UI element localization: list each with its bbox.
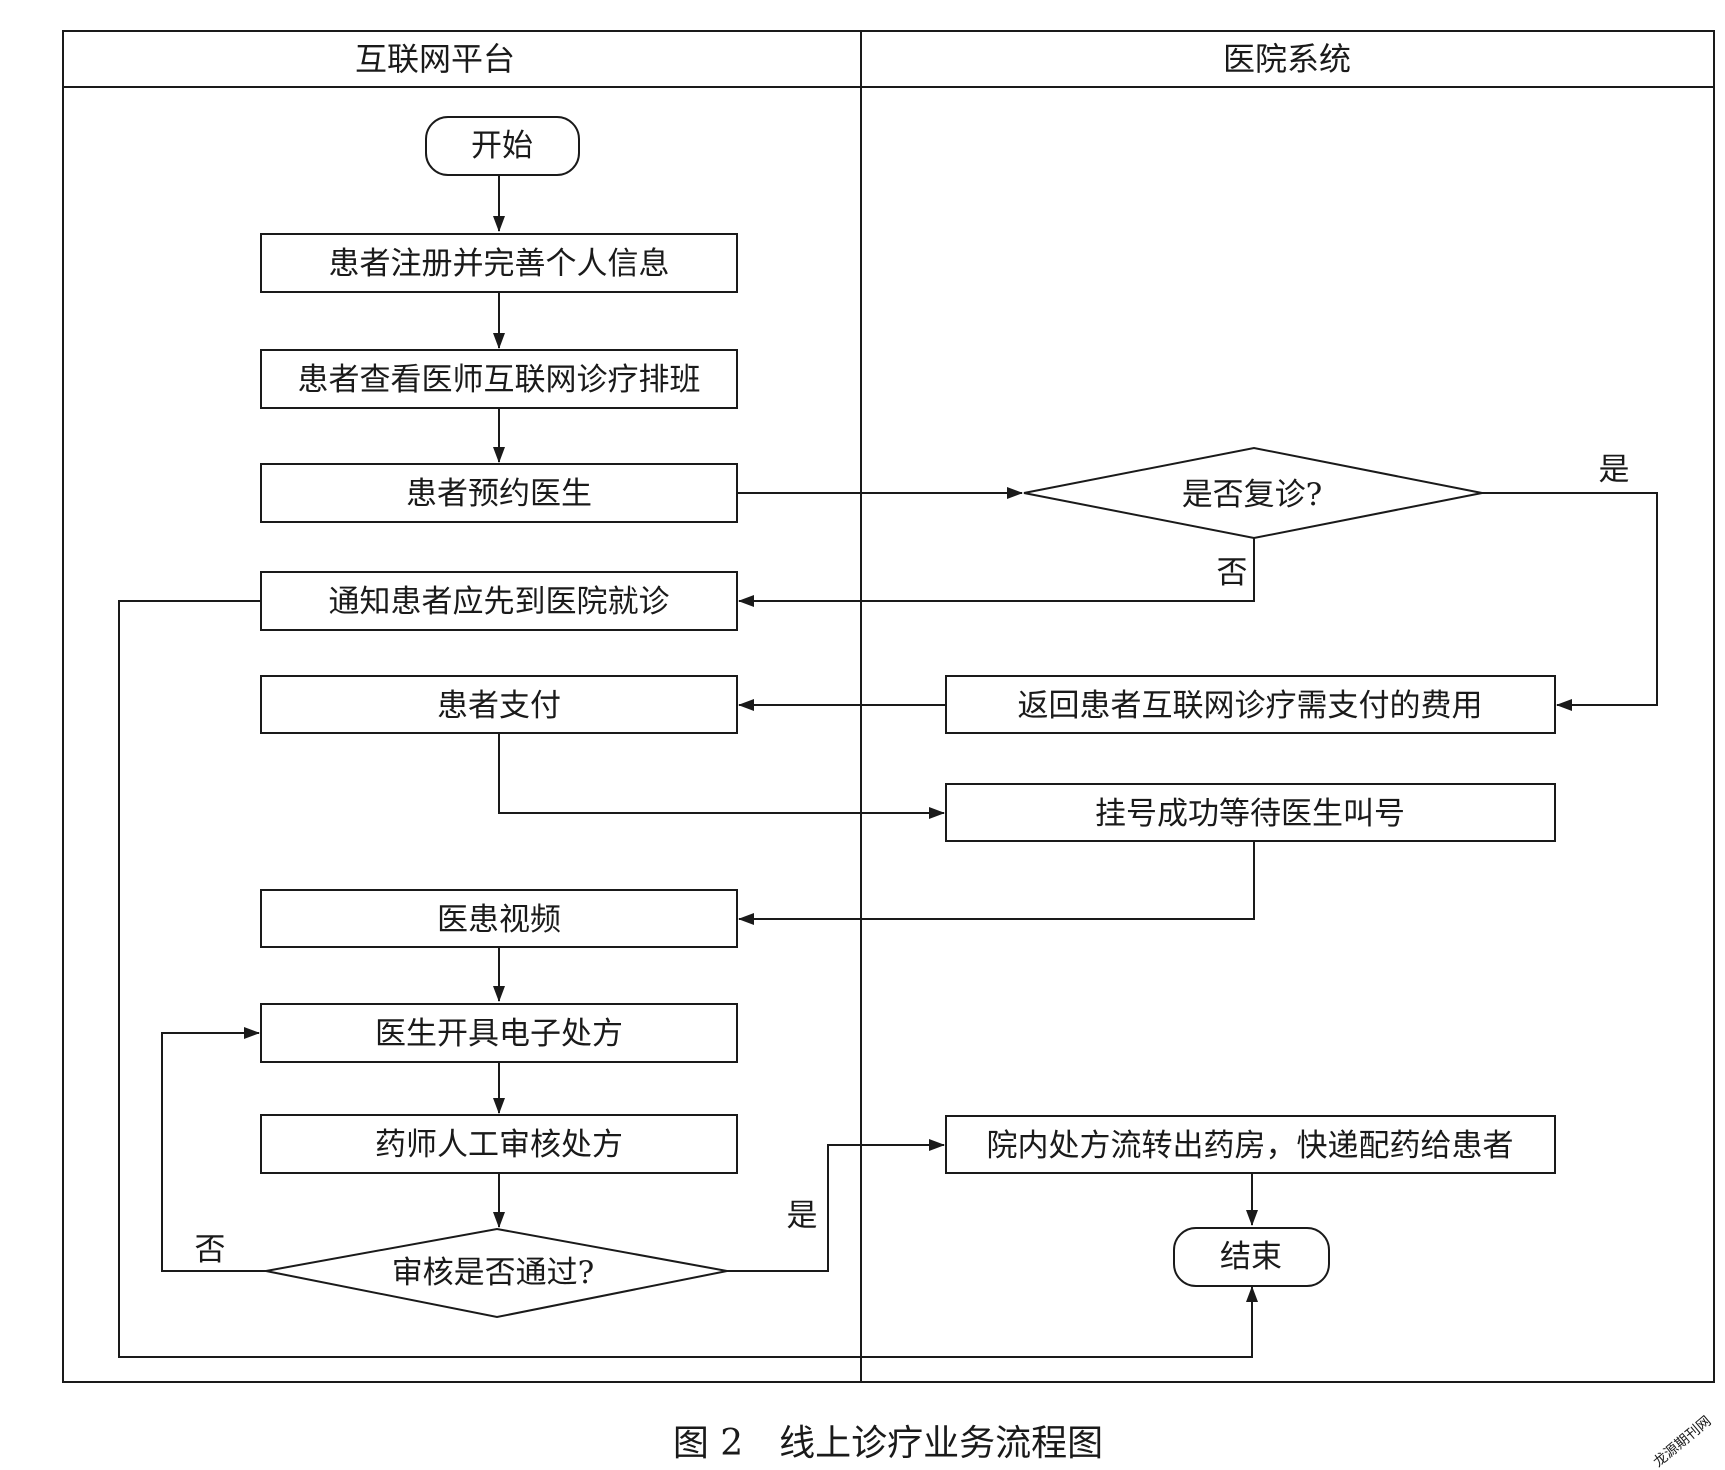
edge-revisit-no-notify — [738, 538, 1255, 607]
svg-text:通知患者应先到医院就诊: 通知患者应先到医院就诊 — [329, 584, 670, 620]
node-end: 结束 — [1173, 1227, 1330, 1287]
node-registered: 挂号成功等待医生叫号 — [945, 783, 1556, 842]
watermark: 龙源期刊网 — [1650, 1413, 1714, 1470]
node-register: 患者注册并完善个人信息 — [260, 233, 738, 293]
svg-text:挂号成功等待医生叫号: 挂号成功等待医生叫号 — [1095, 796, 1405, 832]
node-notify: 通知患者应先到医院就诊 — [260, 571, 738, 631]
svg-text:患者注册并完善个人信息: 患者注册并完善个人信息 — [329, 246, 670, 282]
lane-title-hospital: 医院系统 — [1223, 40, 1351, 78]
node-video: 医患视频 — [260, 889, 738, 948]
svg-text:医生开具电子处方: 医生开具电子处方 — [375, 1016, 623, 1052]
edge-label-revisit-yes: 是 — [1599, 452, 1630, 488]
node-schedule: 患者查看医师互联网诊疗排班 — [260, 349, 738, 409]
svg-text:患者查看医师互联网诊疗排班: 患者查看医师互联网诊疗排班 — [298, 362, 701, 398]
svg-text:患者支付: 患者支付 — [437, 688, 561, 724]
edge-review-no-prescribe — [161, 1027, 266, 1272]
edge-label-review-yes: 是 — [787, 1198, 818, 1234]
svg-text:药师人工审核处方: 药师人工审核处方 — [375, 1127, 623, 1163]
edge-label-review-no: 否 — [195, 1232, 226, 1268]
node-fee: 返回患者互联网诊疗需支付的费用 — [945, 675, 1556, 734]
svg-text:院内处方流转出药房，快递配药给患者: 院内处方流转出药房，快递配药给患者 — [987, 1128, 1514, 1164]
svg-text:结束: 结束 — [1220, 1239, 1282, 1275]
svg-text:医患视频: 医患视频 — [437, 902, 561, 938]
edge-registered-video — [738, 841, 1255, 925]
node-pay: 患者支付 — [260, 675, 738, 734]
edge-notify-end — [118, 600, 1258, 1358]
node-review: 药师人工审核处方 — [260, 1114, 738, 1174]
swimlane-frame — [62, 30, 1715, 1383]
node-is-revisit: 是否复诊? — [1023, 446, 1483, 540]
edge-review-yes-dispense — [727, 1139, 945, 1272]
node-dispense: 院内处方流转出药房，快递配药给患者 — [945, 1115, 1556, 1174]
svg-text:患者预约医生: 患者预约医生 — [406, 476, 592, 512]
edge-revisit-yes-fee — [1482, 492, 1658, 711]
lane-title-internet: 互联网平台 — [355, 40, 515, 78]
svg-text:审核是否通过?: 审核是否通过? — [392, 1255, 595, 1291]
node-book: 患者预约医生 — [260, 463, 738, 523]
svg-text:开始: 开始 — [471, 128, 533, 164]
svg-text:返回患者互联网诊疗需支付的费用: 返回患者互联网诊疗需支付的费用 — [1018, 688, 1483, 724]
node-prescribe: 医生开具电子处方 — [260, 1003, 738, 1063]
edge-pay-registered — [498, 733, 945, 819]
node-start: 开始 — [425, 116, 580, 176]
svg-text:是否复诊?: 是否复诊? — [1182, 477, 1323, 513]
edges — [118, 175, 1658, 1358]
edge-label-revisit-no: 否 — [1217, 555, 1248, 591]
node-review-pass: 审核是否通过? — [265, 1227, 728, 1319]
figure-caption: 图 2 线上诊疗业务流程图 — [673, 1423, 1103, 1464]
